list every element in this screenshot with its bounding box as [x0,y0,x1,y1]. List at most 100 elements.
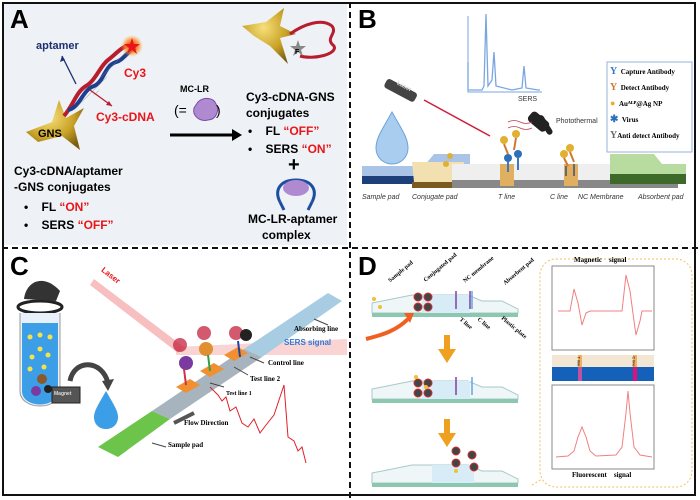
legend-label: Anti detect Antibody [617,132,680,140]
gns-nanostar-left [26,100,84,150]
mc-lr-eq-close: ) [216,102,221,118]
right-sers-status: • SERS “ON” [248,142,332,156]
legend-item-capture-antibody: Y Capture Antibody [610,66,675,77]
bullet: • [24,218,29,232]
magnetic-signal-trace [558,274,652,336]
panel-label-c: C [10,251,29,281]
label-sample-pad: Sample pad [168,441,204,449]
photothermal-label: Photothermal [556,118,598,125]
left-conjugate-title-line1: Cy3-cDNA/aptamer [14,164,123,178]
aptamer-pointer [61,55,77,85]
strip-label-c-line: C line [550,194,568,201]
panel-label-d: D [358,251,377,281]
plus-sign: + [288,154,300,176]
complex-title-line2: complex [262,228,311,242]
microcentrifuge-tube-icon [16,280,64,407]
complex-title-line1: MC-LR-aptamer [248,212,338,226]
sample-droplet-icon [375,110,409,165]
mc-lr-label: MC-LR [180,84,209,94]
quencher-label: F [295,49,300,56]
anti-detect-antibody-icon: Y [610,130,618,141]
strip-label-t-line: T line [498,194,516,201]
detect-antibody-icon: Y [610,82,618,93]
left-conjugate-title-line2: -GNS conjugates [14,180,111,194]
sers-state-on: “ON” [301,142,332,156]
mc-lr-molecule-icon [193,97,219,121]
laser-beam [423,99,491,137]
legend-label: Virus [621,116,639,124]
legend-item-detect-antibody: Y Detect Antibody [610,82,669,93]
sers-prefix: SERS [41,218,78,232]
label-test-line-1: Test line 1 [226,391,252,397]
strip-label-absorbent-pad: Absorbent pad [638,194,684,201]
mc-lr-eq-open: (= [174,102,187,118]
fl-prefix: FL [41,200,60,214]
magnet-icon [51,386,81,404]
virus-icon: ✱ [610,114,619,125]
fl-state-off: “OFF” [283,124,320,138]
bullet: • [248,142,253,156]
right-conjugate-title-line2: conjugates [246,106,310,120]
capture-antibody-icon: Y [610,66,618,77]
aptamer-label: aptamer [36,40,79,52]
bullet: • [248,124,253,138]
fl-prefix: FL [265,124,284,138]
sers-label: SERS [518,96,538,103]
c-line-antibodies [560,144,575,176]
sample-droplet-icon [94,391,118,429]
mc-lr-aptamer-complex-icon [276,178,316,211]
lateral-flow-strip [362,154,686,188]
strip-c-label: C line [631,356,637,367]
legend-box [606,61,693,153]
vertical-divider [349,2,351,498]
dna-helix [62,42,137,118]
sers-prefix: SERS [265,142,302,156]
panel-a: A aptamer Cy3 Cy3-cDNA GNS MC-LR (= ) F … [4,4,347,245]
laser-pointer-icon [384,79,417,102]
sers-state-off: “OFF” [77,218,114,232]
cy3-label: Cy3 [124,66,147,80]
nanoparticle-probes [173,326,252,386]
fl-state-on: “ON” [59,200,90,214]
conjugate-pad-nanoparticles [443,153,453,167]
t-line-antibodies [500,130,522,172]
process-arrow-down-2 [438,419,456,447]
magnetic-signal-chart [551,265,655,351]
sers-signal-label: SERS signal [284,338,332,347]
lateral-flow-strip [98,293,342,457]
nanoparticle-icon: ● [610,98,616,108]
panel-c-illustration [16,279,347,464]
magnetic-signal-title: Magnetic signal [574,256,627,264]
process-arrow-curved [365,317,410,341]
left-fl-status: • FL “ON” [24,200,89,214]
strip-step-2 [371,375,519,403]
panel-b: B Laser SERS Photothermal Y Capture Anti… [352,4,694,245]
panel-label-a: A [10,4,29,34]
strip-t-label: T line [576,356,582,367]
label-absorbing-line: Absorbing line [294,325,339,333]
panel-label-b: B [358,4,377,34]
callout-frame [539,258,693,488]
label-test-line-2: Test line 2 [250,375,281,383]
strip-step-1 [371,291,519,317]
right-conjugate-title-line1: Cy3-cDNA-GNS [246,90,335,104]
strip-label-conjugate-pad: Conjugate pad [412,194,458,201]
sers-spectrum [209,384,307,464]
legend-label: Auᴬᴸᴾ@Ag NP [618,100,663,108]
panel-d: D Sample pad Conjugated pad NC membrane … [352,251,694,494]
sers-spectrum [467,13,540,91]
left-sers-status: • SERS “OFF” [24,218,114,232]
legend-item-virus: ✱ Virus [610,114,638,125]
legend-item-anti-detect-antibody: YAnti detect Antibody [610,130,679,141]
legend-item-nanoparticle: ● Auᴬᴸᴾ@Ag NP [610,98,662,108]
thermal-camera-icon [527,111,553,135]
strip-step-3 [371,446,519,487]
cy3-cdna-label: Cy3-cDNA [96,110,155,124]
legend-label: Detect Antibody [620,84,670,92]
flow-direction-arrow [173,411,195,425]
label-flow-direction: Flow Direction [184,419,229,427]
fluorescent-signal-trace [555,390,653,458]
panel-d-illustration [365,258,693,488]
transfer-arrow-icon [67,362,111,384]
magnet-label: Magnet [54,391,72,397]
